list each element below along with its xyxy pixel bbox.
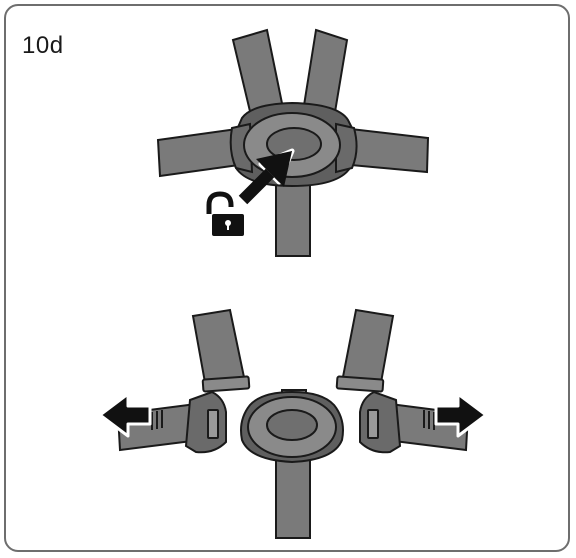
right-tongue-open	[359, 390, 402, 454]
right-arrow-icon	[434, 392, 488, 438]
right-strap-assembly	[335, 308, 488, 454]
release-button	[266, 127, 322, 161]
unlocked-padlock-icon	[206, 191, 244, 236]
left-strap-assembly	[98, 308, 251, 454]
harness-locked	[156, 28, 430, 257]
left-tongue-open	[184, 390, 227, 454]
step-label: 10d	[22, 32, 64, 59]
right-tongue	[335, 122, 358, 174]
harness-unlocked	[98, 308, 488, 539]
left-arrow-icon	[98, 392, 152, 438]
center-buckle-assembly	[240, 389, 344, 539]
release-button-open	[266, 409, 318, 441]
